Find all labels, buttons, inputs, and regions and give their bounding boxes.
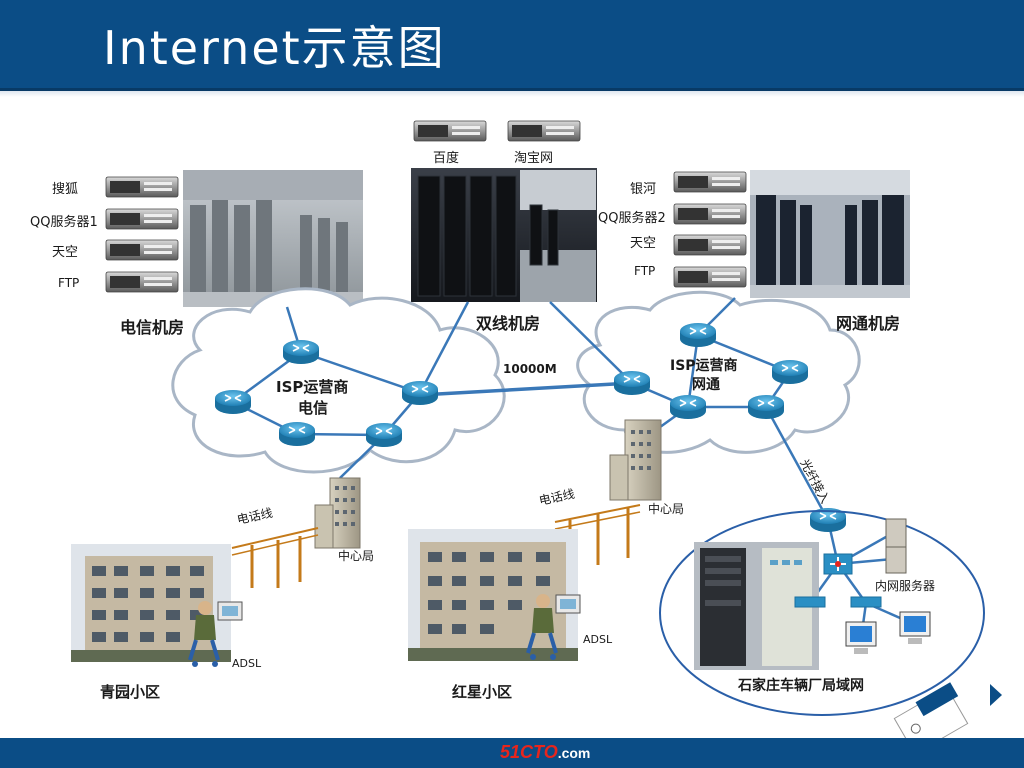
adsl-label-right: ADSL: [583, 633, 613, 646]
community-building-right: [408, 529, 578, 661]
cloud-label-telecom-line1: ISP运营商: [276, 378, 348, 396]
room-label-netcom: 网通机房: [836, 314, 900, 333]
lan-area: [659, 510, 985, 716]
lan-hubs: [794, 596, 882, 608]
link-speed-label: 10000M: [503, 362, 557, 376]
intranet-server-icons: [885, 518, 907, 574]
community-label-left: 青园小区: [100, 683, 160, 701]
footer-brand: 51CTO.com: [500, 742, 590, 763]
server-label-netcom-4: FTP: [634, 264, 655, 278]
central-office-label-left: 中心局: [338, 548, 374, 563]
page-title: Internet示意图: [103, 21, 446, 75]
server-label-telecom-1: 搜狐: [52, 182, 78, 197]
brand-suffix: .com: [557, 745, 591, 761]
adsl-user-right: [526, 594, 581, 660]
room-label-dual: 双线机房: [476, 314, 540, 333]
lan-switch: [823, 553, 853, 575]
dual-room-photo: [411, 168, 597, 302]
brand-main: 51CTO: [500, 742, 558, 762]
server-label-telecom-3: 天空: [52, 245, 78, 260]
telecom-cloud: [171, 287, 506, 474]
lan-label: 石家庄车辆厂局域网: [737, 677, 864, 694]
server-label-telecom-2: QQ服务器1: [30, 214, 98, 230]
telecom-room-photo: [183, 170, 363, 307]
intranet-server-label: 内网服务器: [875, 578, 935, 593]
header-bar: Internet示意图: [0, 0, 1024, 91]
server-label-netcom-3: 天空: [630, 236, 656, 251]
room-label-telecom: 电信机房: [120, 318, 184, 337]
server-label-netcom-2: QQ服务器2: [598, 210, 666, 226]
server-label-telecom-4: FTP: [58, 276, 79, 290]
cloud-label-telecom-line2: 电信: [298, 399, 328, 417]
netcom-room-photo: [750, 170, 910, 298]
server-label-dual-2: 淘宝网: [514, 151, 553, 166]
cloud-label-netcom-line2: 网通: [692, 377, 720, 393]
central-office-building-right: [609, 419, 662, 501]
cloud-label-netcom-line1: ISP运营商: [670, 357, 738, 374]
server-label-dual-1: 百度: [433, 150, 459, 166]
adsl-user-left: [188, 601, 243, 667]
phone-poles-left: [231, 527, 319, 588]
central-office-building-left: [314, 477, 361, 549]
lan-pc-icons: [845, 611, 931, 654]
next-arrow-icon[interactable]: [990, 684, 1002, 706]
netcom-cloud: [576, 290, 861, 454]
footer-bar: 51CTO.com: [0, 738, 1024, 768]
server-label-netcom-1: 银河: [630, 182, 656, 197]
community-label-right: 红星小区: [452, 683, 512, 701]
header-shine: [0, 91, 1024, 97]
central-office-label-right: 中心局: [648, 501, 684, 516]
adsl-label-left: ADSL: [232, 657, 262, 670]
